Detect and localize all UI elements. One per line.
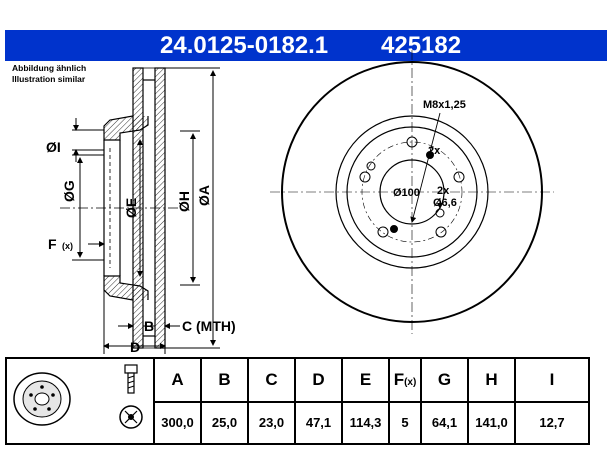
value-e: 114,3 (341, 400, 390, 446)
dimension-table: A B C D E F(x) G H I 300,0 25,0 23,0 47,… (5, 357, 590, 446)
value-i: 12,7 (514, 400, 590, 446)
dim-label-b: B (144, 318, 154, 334)
side-view (60, 67, 180, 349)
disc-icons (13, 364, 143, 429)
front-labels: M8x1,25 2x Ø100 2x Ø6,6 (393, 99, 466, 209)
front-leaders (410, 112, 443, 223)
table-header-row: A B C D E F(x) G H I (5, 357, 590, 445)
header-bar: 24.0125-0182.1 425182 (5, 30, 607, 61)
label-hole-count: 2x (437, 185, 450, 197)
side-dimensions (72, 67, 220, 354)
dim-label-f-sub: (x) (62, 241, 73, 251)
value-g: 64,1 (420, 400, 469, 446)
bolt-icon (124, 364, 138, 394)
illustration-note: Abbildung ähnlich Illustration similar (12, 63, 86, 85)
header-d: D (294, 357, 343, 403)
value-h: 141,0 (467, 400, 516, 446)
dim-label-e: ØE (123, 198, 139, 218)
header-b: B (200, 357, 249, 403)
note-german: Abbildung ähnlich (12, 63, 87, 73)
header-h: H (467, 357, 516, 403)
table-icons-cell (5, 357, 155, 445)
header-c: C (247, 357, 296, 403)
header-g: G (420, 357, 469, 403)
label-pcd: Ø100 (393, 187, 420, 199)
dim-label-h: ØH (176, 191, 192, 212)
torque-icon (119, 405, 143, 429)
dim-label-d: D (130, 339, 140, 355)
dim-label-g: ØG (61, 180, 77, 202)
value-a: 300,0 (153, 400, 202, 446)
value-c: 23,0 (247, 400, 296, 446)
dim-label-a: ØA (196, 185, 212, 206)
value-d: 47,1 (294, 400, 343, 446)
header-f-letter: F (393, 369, 405, 389)
note-english: Illustration similar (12, 74, 86, 84)
header-f-sub: (x) (404, 376, 417, 388)
label-hole-dia: Ø6,6 (433, 197, 457, 209)
header-i: I (514, 357, 590, 403)
side-dimension-labels: ØI ØG ØE ØH ØA F (x) B C (MTH) D (46, 139, 236, 355)
bolt-holes (359, 136, 465, 238)
reference-number: 425182 (381, 32, 462, 59)
value-f: 5 (388, 400, 422, 446)
label-thread: M8x1,25 (423, 99, 466, 111)
dim-label-c: C (MTH) (182, 318, 236, 334)
value-b: 25,0 (200, 400, 249, 446)
header-f: F(x) (388, 357, 422, 403)
front-view (270, 50, 554, 334)
label-thread-count: 2x (428, 145, 441, 157)
part-number: 24.0125-0182.1 (160, 32, 329, 59)
table-value-row: 300,0 25,0 23,0 47,1 114,3 5 64,1 141,0 … (6, 400, 590, 446)
dim-label-i: ØI (46, 139, 61, 155)
dim-label-f: F (48, 236, 57, 252)
header-a: A (153, 357, 202, 403)
header-e: E (341, 357, 390, 403)
mini-disc-icon (13, 372, 71, 426)
